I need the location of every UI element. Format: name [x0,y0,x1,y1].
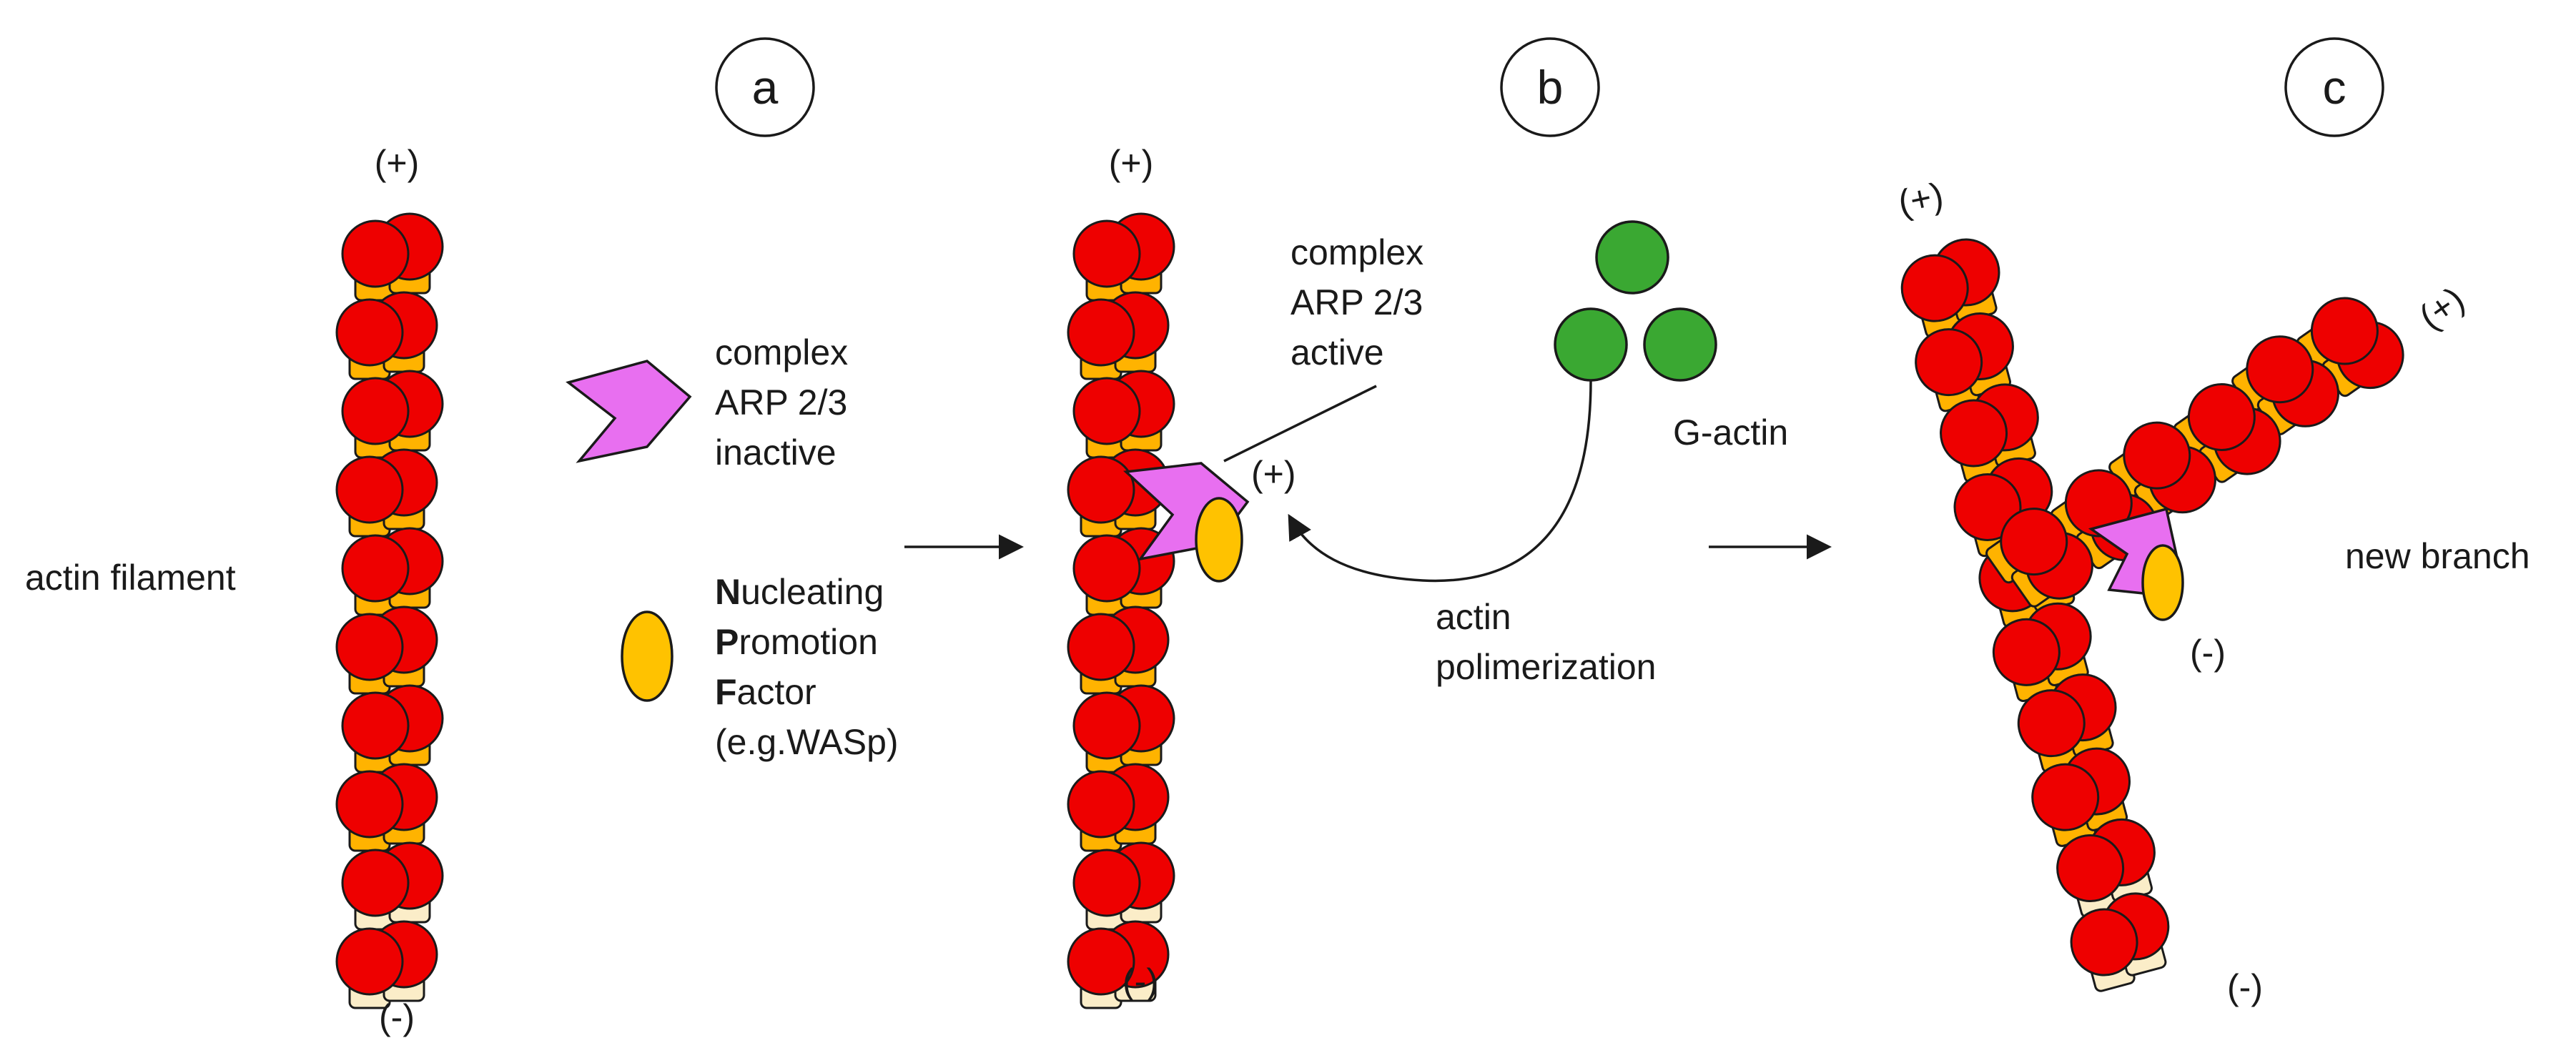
actin-monomer [335,613,404,681]
actin-monomer [2246,335,2314,404]
actin-monomer [1067,770,1135,839]
actin-filament-a [335,212,444,1009]
panel-b-badge: b [1500,37,1600,137]
actin-filament-b [1067,212,1175,1009]
actin-monomer [1072,849,1141,917]
panel-c-letter: c [2323,61,2346,114]
actin-monomer [2187,382,2256,451]
mother-plus-label: (+) [1895,174,1947,223]
branch-site-plus-label: (+) [1251,454,1296,494]
actin-monomer [2000,508,2068,576]
actin-filament-label: actin filament [25,558,236,598]
actin-monomer [1992,618,2061,686]
actin-monomer [1915,328,1983,397]
filament-b-plus-label: (+) [1109,143,1154,183]
actin-monomer [1940,399,2008,468]
complex-active-line1: complex [1291,232,1423,272]
actin-monomer [2123,421,2191,490]
polymerization-line1: actin [1436,597,1511,637]
branch-minus-label: (-) [2190,633,2226,673]
polymerization-arrow-icon [1288,380,1592,583]
polymerization-line2: polimerization [1436,647,1656,687]
actin-monomer [341,534,410,603]
actin-monomer [1067,455,1135,524]
npf-bound-icon [1195,497,1243,583]
actin-monomer [341,377,410,445]
complex-active-line3: active [1291,332,1384,372]
active-complex-leader-line [1223,385,1377,463]
new-branch-label: new branch [2345,536,2530,576]
npf-line2: Promotion [715,622,878,662]
actin-monomer [341,849,410,917]
actin-monomer [335,298,404,367]
actin-monomer [1072,219,1141,288]
actin-monomer [1953,473,2022,541]
actin-monomer [2017,689,2086,758]
branch-plus-label: (+) [2412,279,2472,337]
npf-line1: Nucleating [715,572,884,612]
actin-monomer [335,455,404,524]
panel-b-letter: b [1537,61,1564,114]
actin-monomer [1900,254,1969,322]
actin-monomer [335,770,404,839]
filament-a-plus-label: (+) [375,143,420,183]
panel-a-badge: a [715,37,815,137]
actin-monomer [341,691,410,760]
mother-minus-label: (-) [2227,967,2263,1007]
complex-inactive-line1: complex [715,332,848,372]
filament-a-minus-label: (-) [379,997,415,1037]
filament-b-minus-label: (-) [1122,961,1158,1002]
actin-monomer [2056,834,2125,903]
g-actin-monomer-icon [1643,307,1717,382]
complex-inactive-line2: ARP 2/3 [715,382,847,422]
npf-line4: (e.g.WASp) [715,722,899,762]
panel-a-letter: a [752,61,779,114]
actin-monomer [1067,298,1135,367]
actin-monomer [1067,927,1135,996]
actin-filament-c-mother [1900,238,2170,992]
npf-branch-node-icon [2141,544,2184,621]
complex-active-line2: ARP 2/3 [1291,282,1423,322]
actin-monomer [341,219,410,288]
actin-monomer [1072,377,1141,445]
actin-monomer [1072,691,1141,760]
actin-monomer [2031,763,2100,831]
g-actin-monomer-icon [1554,307,1628,382]
actin-monomer [1067,613,1135,681]
npf-line3: Factor [715,672,816,712]
actin-monomer [2310,297,2379,365]
arp23-inactive-icon [566,360,692,463]
g-actin-monomer-icon [1595,220,1669,295]
g-actin-label: G-actin [1673,412,1788,453]
panel-c-badge: c [2284,37,2384,137]
npf-icon [621,610,673,702]
actin-monomer [1072,534,1141,603]
actin-monomer [2070,908,2138,977]
actin-monomer [335,927,404,996]
complex-inactive-line3: inactive [715,432,837,473]
